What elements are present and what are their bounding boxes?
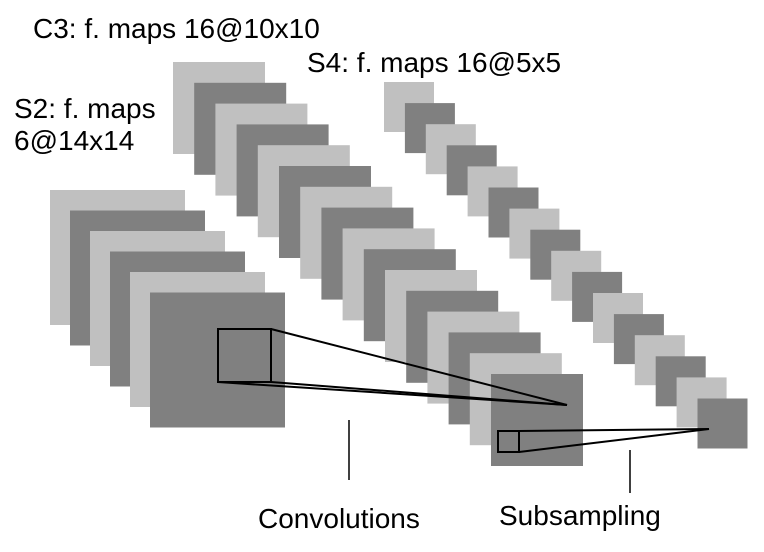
- s4-feature-map: [697, 398, 748, 449]
- s4-feature-map-stack: [384, 82, 748, 449]
- s2-receptive-field-box: [217, 328, 272, 383]
- subsample-line-top: [518, 428, 710, 432]
- convolution-projection: [217, 328, 568, 406]
- s2-label: S2: f. maps: [14, 93, 156, 124]
- projection-line-bottom-inner: [217, 381, 568, 406]
- c3-feature-map-stack: [173, 62, 583, 466]
- subsampling-projection: [497, 428, 710, 453]
- convolutions-label: Convolutions: [258, 503, 420, 534]
- s4-label: S4: f. maps 16@5x5: [307, 47, 561, 78]
- subsample-line-bottom: [518, 428, 710, 453]
- c3-label: C3: f. maps 16@10x10: [33, 13, 320, 44]
- s2-size-label: 6@14x14: [14, 125, 134, 156]
- projection-line-top: [270, 328, 568, 406]
- c3-subsampling-box: [497, 430, 520, 453]
- subsampling-label: Subsampling: [499, 500, 661, 531]
- s2-feature-map-stack: [50, 190, 285, 428]
